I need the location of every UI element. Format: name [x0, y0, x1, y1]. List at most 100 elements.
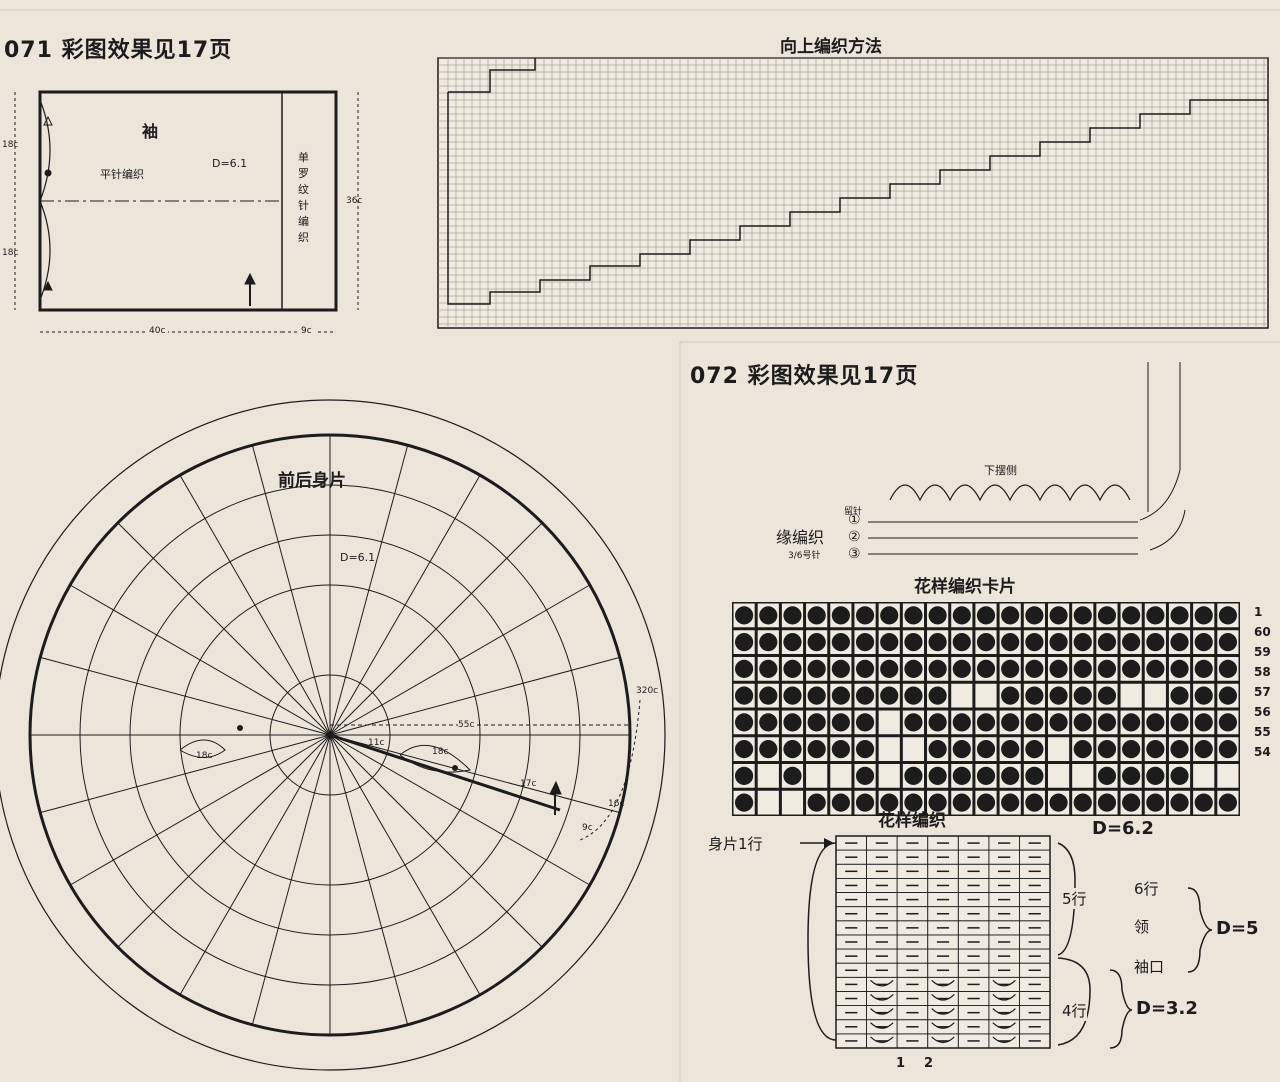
- card-dot: [807, 793, 826, 812]
- card-dot: [1073, 713, 1092, 732]
- card-cell: [830, 764, 852, 788]
- sleeve-dim-height: 36c: [346, 196, 363, 206]
- card-dot: [831, 659, 850, 678]
- card-dot: [1194, 606, 1213, 625]
- card-dot: [1049, 659, 1068, 678]
- card-dot: [1218, 633, 1237, 652]
- card-dot: [807, 686, 826, 705]
- card-dot: [952, 606, 971, 625]
- chart-cable-mark: [870, 1008, 894, 1015]
- card-dot: [952, 659, 971, 678]
- card-dot: [1194, 793, 1213, 812]
- card-dot: [1025, 686, 1044, 705]
- chart-cable-mark: [870, 994, 894, 1001]
- card-dot: [1073, 633, 1092, 652]
- chart-collar: 领: [1134, 918, 1150, 936]
- card-dot: [880, 793, 899, 812]
- card-cell: [1120, 683, 1142, 708]
- card-dot: [976, 766, 996, 785]
- card-dot: [928, 606, 947, 625]
- card-dot: [1001, 659, 1020, 678]
- card-dot: [1170, 793, 1189, 812]
- card-cell: [951, 683, 973, 708]
- circle-spoke: [329, 734, 481, 996]
- card-dot: [1170, 633, 1189, 652]
- chart-gauge-top: D=6.2: [1092, 818, 1154, 839]
- card-row-58: 58: [1254, 665, 1271, 679]
- card-dot: [759, 659, 778, 678]
- sleeve-dim-top: 18c: [2, 140, 19, 150]
- card-dot: [1025, 659, 1044, 678]
- card-dot: [1025, 793, 1044, 812]
- card-dot: [976, 633, 996, 652]
- card-dot: [952, 740, 971, 759]
- card-dot: [1097, 633, 1117, 652]
- card-dot: [1097, 606, 1117, 625]
- card-dot: [783, 766, 802, 785]
- circle-spoke: [40, 734, 331, 814]
- card-dot: [928, 793, 947, 812]
- card-dot: [1146, 793, 1165, 812]
- card-dot: [1170, 659, 1189, 678]
- card-dot: [1073, 793, 1092, 812]
- chart-rows5: 5行: [1062, 888, 1087, 909]
- card-dot: [1049, 793, 1068, 812]
- card-dot: [1073, 740, 1092, 759]
- card-row-55: 55: [1254, 725, 1271, 739]
- card-dot: [1049, 606, 1068, 625]
- card-dot: [1170, 686, 1189, 705]
- card-dot: [1073, 659, 1092, 678]
- card-dot: [928, 713, 947, 732]
- card-dot: [831, 793, 850, 812]
- card-dot: [783, 686, 802, 705]
- card-dot: [783, 633, 802, 652]
- card-dot: [1146, 740, 1165, 759]
- card-dot: [1218, 740, 1237, 759]
- card-dot: [735, 686, 754, 705]
- card-dot: [1194, 659, 1213, 678]
- card-dot: [1170, 713, 1189, 732]
- card-dot: [952, 766, 971, 785]
- chart-cable-mark: [931, 1008, 955, 1015]
- card-cell: [1047, 737, 1070, 761]
- chart-cable-mark: [931, 1022, 955, 1029]
- edge-hem-side: 下摆侧: [984, 464, 1017, 477]
- edge-keep: 留针: [844, 507, 863, 517]
- card-dot: [952, 713, 971, 732]
- chart-gauge-low: D=3.2: [1136, 998, 1198, 1019]
- card-cell: [757, 764, 779, 788]
- circle-spoke: [329, 734, 543, 948]
- card-row-57: 57: [1254, 685, 1271, 699]
- body-cuff: 9c: [582, 823, 593, 833]
- card-dot: [1001, 686, 1020, 705]
- chart-cable-mark: [870, 1036, 894, 1044]
- card-dot: [1073, 606, 1092, 625]
- edge-knitting-diagram: [868, 362, 1186, 555]
- card-dot: [759, 740, 778, 759]
- card-dot: [1122, 740, 1141, 759]
- card-dot: [735, 713, 754, 732]
- body-gauge: D=6.1: [340, 551, 376, 564]
- card-dot: [1122, 633, 1141, 652]
- card-row-1: 1: [1254, 605, 1263, 619]
- card-dot: [1001, 793, 1020, 812]
- card-dot: [976, 659, 996, 678]
- card-dot: [1146, 633, 1165, 652]
- card-dot: [1001, 740, 1020, 759]
- card-dot: [759, 713, 778, 732]
- body-circumference: 320c: [636, 686, 659, 696]
- card-row-59: 59: [1254, 645, 1271, 659]
- card-dot: [855, 766, 875, 785]
- chart-cable-mark: [931, 994, 955, 1001]
- card-dot: [904, 686, 923, 705]
- card-dot: [855, 686, 875, 705]
- circle-spoke: [329, 522, 543, 736]
- card-dot: [1146, 766, 1165, 785]
- edge-label: 缘编织: [776, 528, 825, 547]
- pattern-card: [732, 602, 1240, 816]
- card-dot: [1001, 766, 1020, 785]
- card-dot: [831, 740, 850, 759]
- sleeve-gauge: D=6.1: [212, 157, 248, 170]
- chart-col-2: 2: [924, 1056, 934, 1071]
